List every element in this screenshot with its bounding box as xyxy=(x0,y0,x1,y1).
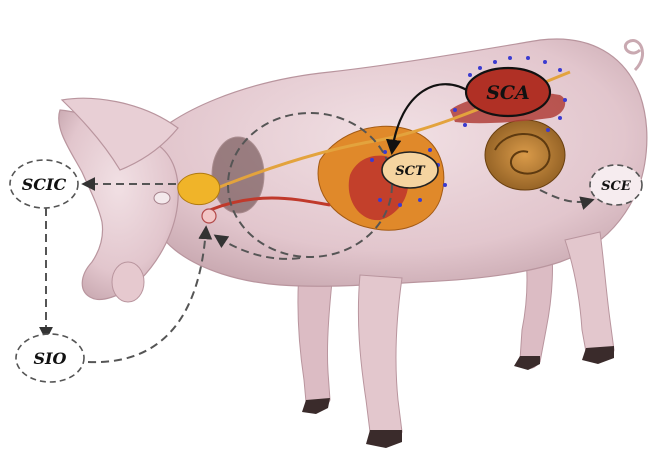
node-sct-label: SCT xyxy=(395,164,426,179)
pig-leg-front-near xyxy=(358,275,402,441)
node-sio: SIO xyxy=(16,334,84,382)
node-scic-label: SCIC xyxy=(22,175,67,194)
organ-brain xyxy=(178,173,220,204)
pig-illustration xyxy=(59,39,647,448)
node-sca-label: SCA xyxy=(486,82,530,104)
pig-hoof xyxy=(582,346,614,364)
pig-hoof xyxy=(366,430,402,448)
pig-eye xyxy=(154,192,170,204)
pig-hoof xyxy=(302,398,330,414)
node-sce: SCE xyxy=(590,165,642,205)
pig-leg-back-near xyxy=(565,232,614,360)
organ-intestines xyxy=(485,120,565,190)
pig-snout xyxy=(112,262,144,302)
organ-pituitary xyxy=(202,209,216,223)
pig-hoof xyxy=(514,356,540,370)
node-sio-label: SIO xyxy=(34,349,67,368)
node-sce-label: SCE xyxy=(601,179,632,194)
pig-tail xyxy=(625,41,642,70)
node-scic: SCIC xyxy=(10,160,78,208)
node-sca: SCA xyxy=(466,68,550,116)
node-sct: SCT xyxy=(382,152,438,188)
